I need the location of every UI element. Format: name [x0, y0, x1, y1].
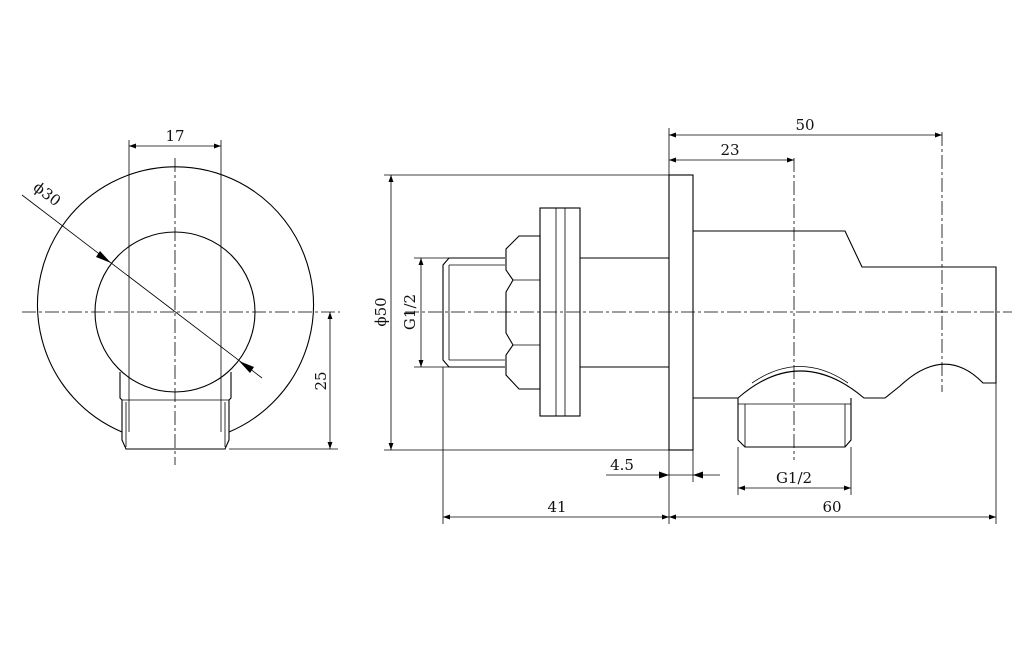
dim-phi30-leader — [21, 194, 263, 379]
side-view: 50 23 ϕ50 G1/2 4.5 G1/2 41 60 — [372, 116, 1012, 524]
dim-g12-outlet-label: G1/2 — [776, 469, 812, 487]
hex-nut — [505, 235, 541, 390]
dim-phi30-arrow-upper — [96, 251, 111, 263]
end-view: 17 ϕ30 25 — [21, 127, 340, 465]
outer-flange-circle — [36, 166, 315, 433]
dim-phi30-arrow-lower — [239, 361, 254, 373]
outlet-stub — [119, 372, 232, 450]
elbow-body — [693, 230, 997, 399]
elbow-groove-arc — [751, 366, 849, 384]
dim-41-label: 41 — [547, 498, 566, 516]
dim-g12-inlet-label: G1/2 — [401, 294, 419, 330]
inlet-nipple — [442, 257, 505, 368]
dim-60-label: 60 — [822, 498, 841, 516]
outlet-nipple — [737, 398, 852, 448]
wall-flange — [668, 174, 694, 451]
dim-phi50-label: ϕ50 — [372, 297, 390, 326]
dim-25-label: 25 — [312, 371, 330, 390]
dim-4p5-label: 4.5 — [610, 456, 634, 474]
dim-50-label: 50 — [795, 116, 814, 134]
dim-4p5-arrow-left — [659, 471, 669, 479]
dim-23-label: 23 — [720, 141, 739, 159]
dim-4p5-arrow-right — [693, 471, 703, 479]
dim-17-label: 17 — [165, 127, 184, 145]
